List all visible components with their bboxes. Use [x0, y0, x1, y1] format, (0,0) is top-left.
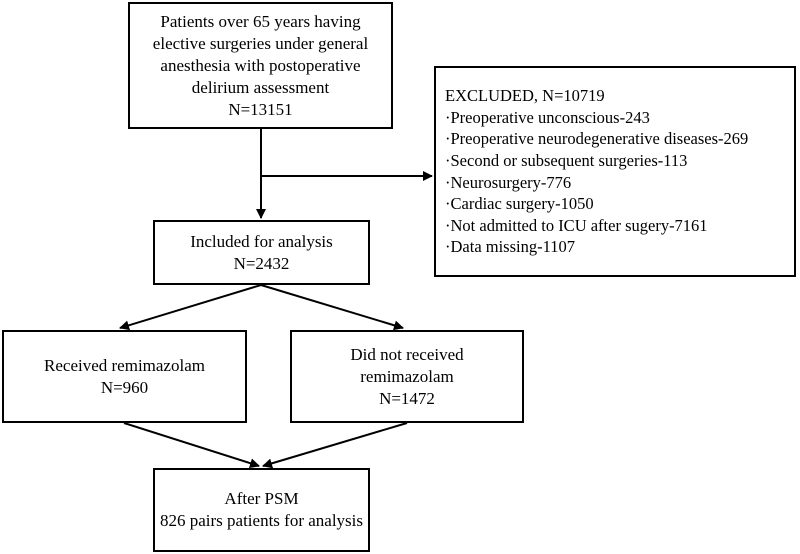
excluded-item: ·Preoperative unconscious-243: [445, 107, 650, 127]
box-line: delirium assessment: [191, 77, 330, 97]
box-line: Did not received: [350, 344, 464, 364]
arrow-not-received-to-psm: [262, 422, 408, 469]
box-line: Included for analysis: [190, 231, 333, 251]
arrow-included-to-not-received: [260, 284, 404, 331]
not-received-remimazolam-box: Did not received remimazolam N=1472: [290, 330, 524, 423]
box-line: anesthesia with postoperative: [160, 55, 361, 75]
excluded-item: ·Preoperative neurodegenerative diseases…: [445, 129, 749, 149]
excluded-title: EXCLUDED, N=10719: [445, 86, 605, 106]
excluded-item: ·Not admitted to ICU after sugery-7161: [445, 215, 708, 235]
arrow-included-to-received: [119, 284, 262, 331]
box-line: Received remimazolam: [44, 355, 205, 375]
eligible-patients-box: Patients over 65 years having elective s…: [128, 2, 393, 129]
after-psm-box: After PSM 826 pairs patients for analysi…: [153, 468, 370, 552]
excluded-item: ·Data missing-1107: [445, 237, 575, 257]
box-line: elective surgeries under general: [152, 33, 369, 53]
arrow-received-to-psm: [123, 422, 260, 469]
excluded-item: ·Neurosurgery-776: [445, 172, 572, 192]
box-count: N=13151: [228, 99, 293, 119]
box-line: Patients over 65 years having: [160, 11, 361, 31]
box-line: 826 pairs patients for analysis: [159, 511, 363, 530]
received-remimazolam-box: Received remimazolam N=960: [2, 330, 247, 423]
box-line: After PSM: [224, 489, 299, 508]
excluded-item: ·Cardiac surgery-1050: [445, 194, 594, 214]
box-count: N=960: [100, 377, 149, 397]
excluded-box: EXCLUDED, N=10719 ·Preoperative unconsci…: [434, 66, 796, 277]
excluded-item: ·Second or subsequent surgeries-113: [445, 150, 688, 170]
included-box: Included for analysis N=2432: [153, 220, 370, 285]
box-line: remimazolam: [360, 366, 454, 386]
box-count: N=1472: [379, 388, 435, 408]
box-count: N=2432: [233, 253, 290, 273]
